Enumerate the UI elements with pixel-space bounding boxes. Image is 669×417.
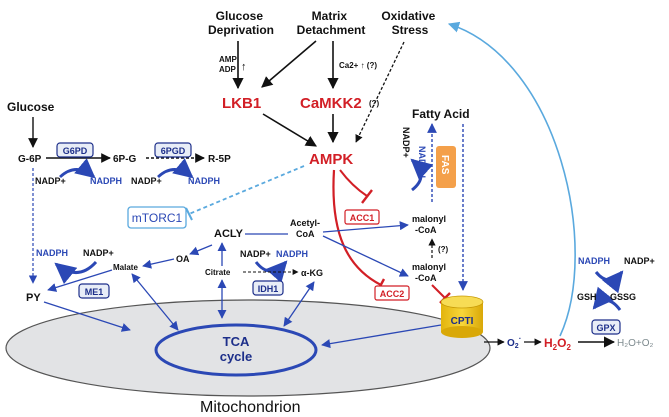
6pgd-nadph-label: NADPH <box>188 176 220 186</box>
idh1-nadp-label: NADP+ <box>240 249 271 259</box>
arrow-tca-to-malate <box>131 273 179 331</box>
arrow-cpti-to-tca <box>321 324 442 349</box>
arrow-malate-to-py <box>47 269 113 292</box>
acly-label: ACLY <box>214 228 244 240</box>
arrow-os-to-ampk-dashed <box>355 41 405 143</box>
g6p-label: G-6P <box>18 154 42 165</box>
acc1-box <box>344 209 380 225</box>
mtorc1-box <box>127 206 187 229</box>
6pg-label: 6P-G <box>113 154 137 165</box>
6pgd-box <box>154 142 192 158</box>
gpx-nadph-label: NADPH <box>578 256 610 266</box>
camkk2-label: CaMKK2 <box>300 95 362 112</box>
g6pd-nadp-label: NADP+ <box>35 176 66 186</box>
malonyl-coa-bottom-label: malonyl -CoA <box>412 262 449 283</box>
cpti-transporter <box>440 295 484 338</box>
akg-label: α-KG <box>301 268 323 278</box>
malonyl-unknown-label: (?) <box>438 245 449 254</box>
6pgd-cofactor-arc <box>157 158 194 179</box>
gpx-nadp-label: NADP+ <box>624 256 655 266</box>
idh1-label: IDH1 <box>258 284 279 294</box>
6pgd-nadp-label: NADP+ <box>131 176 162 186</box>
tca-cycle-ring <box>154 323 318 377</box>
fatty-acid-label: Fatty Acid <box>412 107 470 121</box>
arrow-acetyl-coa-to-malonyl <box>322 221 409 233</box>
mitochondrion-label: Mitochondrion <box>200 399 301 416</box>
adp-label: ADP <box>219 65 237 74</box>
ca2-label: Ca2+ ↑ (?) <box>339 61 377 70</box>
malonyl-inhibits-cpti <box>431 284 446 299</box>
matrix-detachment-label: Matrix Detachment <box>297 9 366 37</box>
water-oxygen-label: H₂O+O₂ <box>617 338 654 349</box>
glutathione-cycle-arcs <box>594 270 624 294</box>
amp-adp-up-arrow: ↑ <box>241 61 247 73</box>
arrow-oa-to-malate <box>142 258 175 269</box>
glutathione-lower-arc <box>592 286 622 311</box>
ampk-label: AMPK <box>309 151 353 168</box>
gpx-box <box>591 319 621 335</box>
arrow-py-to-tca <box>43 301 131 332</box>
mtorc1-label: mTORC1 <box>132 211 183 225</box>
g6pd-nadph-label: NADPH <box>90 176 122 186</box>
amp-label: AMP <box>219 55 237 64</box>
me1-nadp-label: NADP+ <box>83 248 114 258</box>
arrow-h2o2-to-oxidative-stress <box>447 21 576 337</box>
g6pd-box <box>56 142 94 158</box>
fas-label: FAS <box>439 155 450 175</box>
acc1-label: ACC1 <box>350 213 375 223</box>
citrate-label: Citrate <box>205 268 231 277</box>
acetyl-coa-label: Acetyl- CoA <box>290 218 323 239</box>
arrow-acly-to-oa <box>189 244 213 256</box>
6pgd-label: 6PGD <box>161 146 186 156</box>
gpx-label: GPX <box>596 323 615 333</box>
me1-nadph-label: NADPH <box>36 248 68 258</box>
mtorc1-inhibit-bar <box>185 207 193 221</box>
me1-label: ME1 <box>85 287 104 297</box>
me1-box <box>78 283 110 299</box>
fas-cofactor-arc <box>410 158 434 192</box>
arrow-md-to-lkb1 <box>261 40 317 88</box>
acc2-label: ACC2 <box>380 289 405 299</box>
arrow-acetyl-coa-to-malonyl-bottom <box>322 235 409 277</box>
g6pd-cofactor-arc <box>59 158 96 179</box>
ampk-inhibits-acc1 <box>339 169 368 197</box>
h2o2-label: H2O2 <box>544 336 571 352</box>
fas-nadp-label: NADP+ <box>401 127 411 158</box>
glucose-label: Glucose <box>7 100 55 114</box>
r5p-label: R-5P <box>208 154 231 165</box>
acc2-box <box>374 285 410 301</box>
fas-box <box>436 146 456 188</box>
me1-cofactor-arc <box>54 260 98 285</box>
arrow-lkb1-to-ampk <box>262 113 317 147</box>
lkb1-label: LKB1 <box>222 95 261 112</box>
cpti-label: CPTI <box>451 316 474 327</box>
gssg-label: GSSG <box>610 292 636 302</box>
malate-label: Malate <box>113 263 138 272</box>
oxidative-stress-label: Oxidative Stress <box>381 9 438 37</box>
idh1-box <box>252 280 284 296</box>
py-label: PY <box>26 292 41 304</box>
ampk-inhibits-mtorc1 <box>188 165 305 215</box>
cycle-label: cycle <box>220 349 253 364</box>
idh1-nadph-label: NADPH <box>276 249 308 259</box>
superoxide-label: O2· <box>507 334 521 350</box>
acc1-inhibit-bar <box>361 189 373 204</box>
os-unknown-label: (?) <box>369 99 380 108</box>
oa-label: OA <box>176 254 190 264</box>
g6pd-label: G6PD <box>63 146 88 156</box>
malonyl-coa-top-label: malonyl -CoA <box>412 214 449 235</box>
glucose-deprivation-label: Glucose Deprivation <box>208 9 274 37</box>
gsh-label: GSH <box>577 292 597 302</box>
arrow-akg-to-tca <box>283 281 315 327</box>
idh1-cofactor-arc <box>254 260 288 284</box>
tca-label: TCA <box>223 334 250 349</box>
